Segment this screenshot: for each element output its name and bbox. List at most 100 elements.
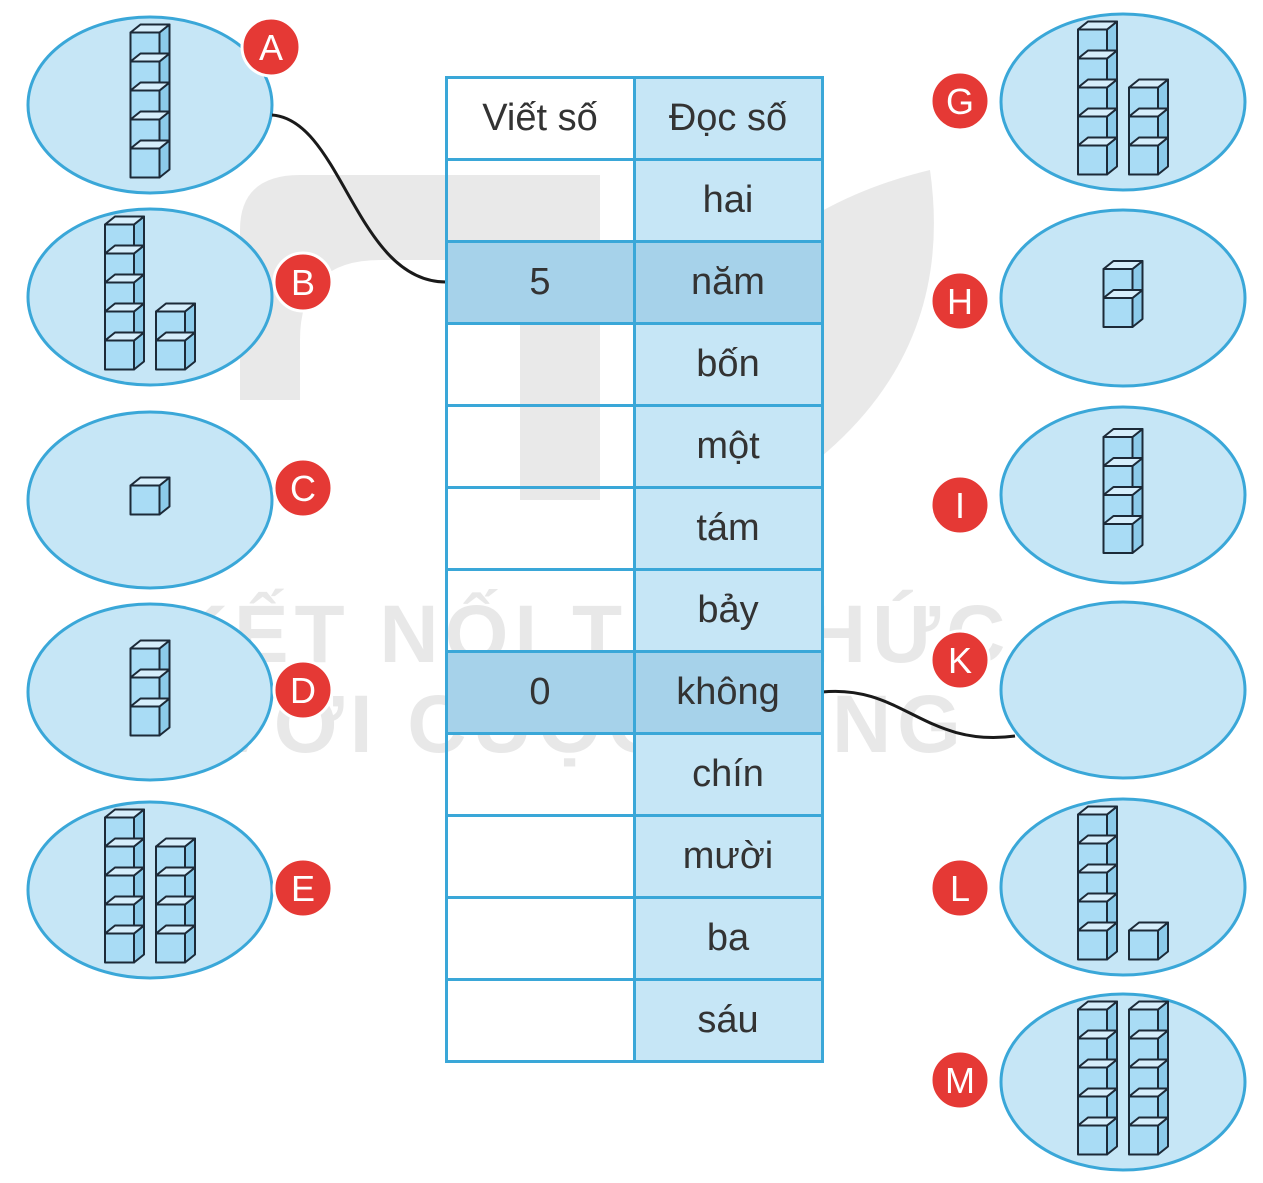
oval-e[interactable]: E [26, 800, 334, 980]
badge-letter: D [290, 670, 316, 711]
badge-circle [929, 70, 991, 132]
cube-face [1128, 1124, 1159, 1156]
write-number-cell[interactable] [446, 487, 634, 569]
cube-column [1077, 1000, 1118, 1156]
cube-face [1102, 297, 1134, 328]
table-row: ba [446, 897, 822, 979]
table-row: bốn [446, 323, 822, 405]
badge-circle [929, 1049, 991, 1111]
oval-a[interactable]: A [26, 15, 302, 195]
badge-circle [929, 474, 991, 536]
badge-letter: B [291, 262, 315, 303]
oval-h[interactable]: H [929, 208, 1247, 388]
cube-face [129, 147, 161, 179]
write-number-cell[interactable] [446, 897, 634, 979]
connection-line [271, 113, 447, 284]
write-number-cell[interactable] [446, 323, 634, 405]
write-number-cell[interactable] [446, 733, 634, 815]
oval-g[interactable]: G [929, 12, 1247, 192]
badge-letter: K [948, 640, 972, 681]
read-number-cell: bảy [634, 569, 822, 651]
badge-h: H [929, 270, 991, 332]
cube-face [1128, 144, 1159, 176]
read-number-cell: mười [634, 815, 822, 897]
table-row: hai [446, 159, 822, 241]
cube-column [129, 23, 171, 179]
badge-letter: I [955, 485, 965, 526]
cube-column [1102, 428, 1144, 554]
badge-m: M [929, 1049, 991, 1111]
read-number-cell: hai [634, 159, 822, 241]
header-write-number: Viết số [482, 96, 598, 139]
cube-face [155, 339, 186, 371]
cube-column [104, 215, 145, 371]
badge-circle [929, 629, 991, 691]
cube-face [104, 339, 135, 371]
table-column-divider [444, 75, 448, 1063]
read-number-cell: chín [634, 733, 822, 815]
cube-column [1128, 1000, 1169, 1156]
cube-face [1102, 523, 1134, 554]
cube-face [155, 932, 186, 964]
badge-d: D [272, 659, 334, 721]
badge-circle [240, 16, 302, 78]
badge-letter: M [945, 1060, 975, 1101]
write-number-cell[interactable] [446, 159, 634, 241]
table-column-divider [820, 75, 824, 1063]
table-header-row: Viết số Đọc số [446, 77, 822, 159]
cube-face [129, 705, 161, 737]
badge-c: C [272, 457, 334, 519]
badge-circle [929, 857, 991, 919]
badge-letter: G [946, 81, 974, 122]
badge-circle [272, 457, 334, 519]
badge-letter: C [290, 468, 316, 509]
table-row: tám [446, 487, 822, 569]
read-number-cell: bốn [634, 323, 822, 405]
oval-shape [999, 797, 1247, 977]
cube-column [1128, 78, 1169, 176]
connection-line [821, 689, 1016, 739]
write-number-cell[interactable] [446, 569, 634, 651]
table-column-divider [632, 75, 636, 1063]
cube-column [1077, 805, 1118, 961]
cube-face [1128, 929, 1159, 961]
write-number-cell[interactable]: 0 [446, 651, 634, 733]
oval-m[interactable]: M [929, 992, 1247, 1172]
badge-letter: H [947, 281, 973, 322]
oval-k[interactable]: K [929, 600, 1247, 780]
badge-a: A [240, 16, 302, 78]
read-number-cell: sáu [634, 979, 822, 1061]
badge-l: L [929, 857, 991, 919]
cube-column [155, 302, 196, 371]
cube-face [129, 484, 161, 516]
oval-l[interactable]: L [929, 797, 1247, 977]
badge-g: G [929, 70, 991, 132]
read-number-cell: tám [634, 487, 822, 569]
read-number-cell: năm [634, 241, 822, 323]
read-number-cell: không [634, 651, 822, 733]
oval-b[interactable]: B [26, 207, 334, 387]
oval-shape [26, 800, 274, 980]
oval-d[interactable]: D [26, 602, 334, 782]
oval-shape [999, 600, 1247, 780]
write-number-cell[interactable] [446, 979, 634, 1061]
badge-letter: A [259, 27, 283, 68]
write-number-cell[interactable] [446, 815, 634, 897]
badge-letter: L [950, 868, 970, 909]
cube-face [104, 932, 135, 964]
read-number-cell: ba [634, 897, 822, 979]
write-number-cell[interactable]: 5 [446, 241, 634, 323]
table-row: bảy [446, 569, 822, 651]
write-number-cell[interactable] [446, 405, 634, 487]
oval-c[interactable]: C [26, 410, 334, 590]
badge-circle [272, 659, 334, 721]
badge-circle [272, 251, 334, 313]
badge-e: E [272, 857, 334, 919]
table-row: một [446, 405, 822, 487]
cube-column [129, 476, 171, 516]
oval-i[interactable]: I [929, 405, 1247, 585]
cube-face [1077, 929, 1108, 961]
